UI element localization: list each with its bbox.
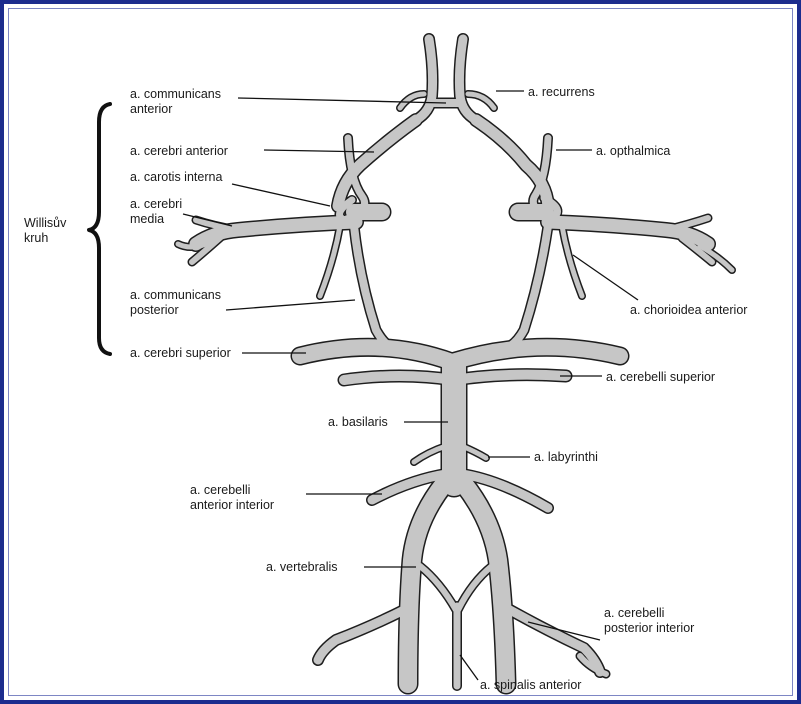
label-communicans-posterior-line2: posterior — [130, 303, 179, 317]
vessel-layer — [178, 39, 732, 686]
label-basilaris: a. basilaris — [328, 415, 388, 429]
label-communicans-anterior: a. communicans anterior — [130, 87, 225, 116]
label-carotis-interna: a. carotis interna — [130, 170, 222, 184]
label-cerebri-media-line2: media — [130, 212, 164, 226]
leader-spinalis-anterior — [460, 655, 478, 680]
label-willisuv-kruh-line2: kruh — [24, 231, 48, 245]
label-vertebralis: a. vertebralis — [266, 560, 338, 574]
label-communicans-posterior: a. communicans posterior — [130, 288, 225, 317]
vessel-cerebelli-superior-left — [344, 376, 454, 380]
label-recurrens: a. recurrens — [528, 85, 595, 99]
label-willisuv-kruh-line1: Willisův — [24, 216, 67, 230]
label-communicans-anterior-line1: a. communicans — [130, 87, 221, 101]
leader-cerebri-anterior — [264, 150, 374, 152]
label-cerebelli-posterior-interior: a. cerebelli posterior interior — [604, 606, 694, 635]
label-cerebri-media: a. cerebri media — [130, 197, 186, 226]
willis-brace — [89, 104, 110, 354]
label-cerebelli-anterior-interior-line1: a. cerebelli — [190, 483, 250, 497]
labels: a. communicans anterior a. recurrens a. … — [24, 85, 747, 692]
label-cerebri-anterior: a. cerebri anterior — [130, 144, 228, 158]
label-communicans-anterior-line2: anterior — [130, 102, 172, 116]
label-cerebri-media-line1: a. cerebri — [130, 197, 182, 211]
label-labyrinthi: a. labyrinthi — [534, 450, 598, 464]
vessel-cerebelli-superior-right — [454, 375, 566, 380]
label-communicans-posterior-line1: a. communicans — [130, 288, 221, 302]
vessel-chorioidea-left — [320, 226, 340, 296]
label-cerebelli-posterior-interior-line1: a. cerebelli — [604, 606, 664, 620]
leader-carotis-interna — [232, 184, 330, 206]
label-cerebelli-superior: a. cerebelli superior — [606, 370, 715, 384]
vessel-anterior-cerebral-right-top — [459, 39, 476, 120]
label-chorioidea-anterior: a. chorioidea anterior — [630, 303, 747, 317]
label-cerebri-superior: a. cerebri superior — [130, 346, 231, 360]
leader-communicans-posterior — [226, 300, 355, 310]
label-willisuv-kruh: Willisův kruh — [24, 216, 70, 245]
vessel-spinalis-left — [420, 566, 456, 610]
label-cerebelli-posterior-interior-line2: posterior interior — [604, 621, 694, 635]
label-opthalmica: a. opthalmica — [596, 144, 670, 158]
label-cerebelli-anterior-interior: a. cerebelli anterior interior — [190, 483, 274, 512]
vessel-anterior-cerebral-left-top — [416, 39, 433, 120]
vessel-chorioidea-right — [562, 226, 582, 296]
label-spinalis-anterior: a. spinalis anterior — [480, 678, 581, 692]
label-cerebelli-anterior-interior-line2: anterior interior — [190, 498, 274, 512]
